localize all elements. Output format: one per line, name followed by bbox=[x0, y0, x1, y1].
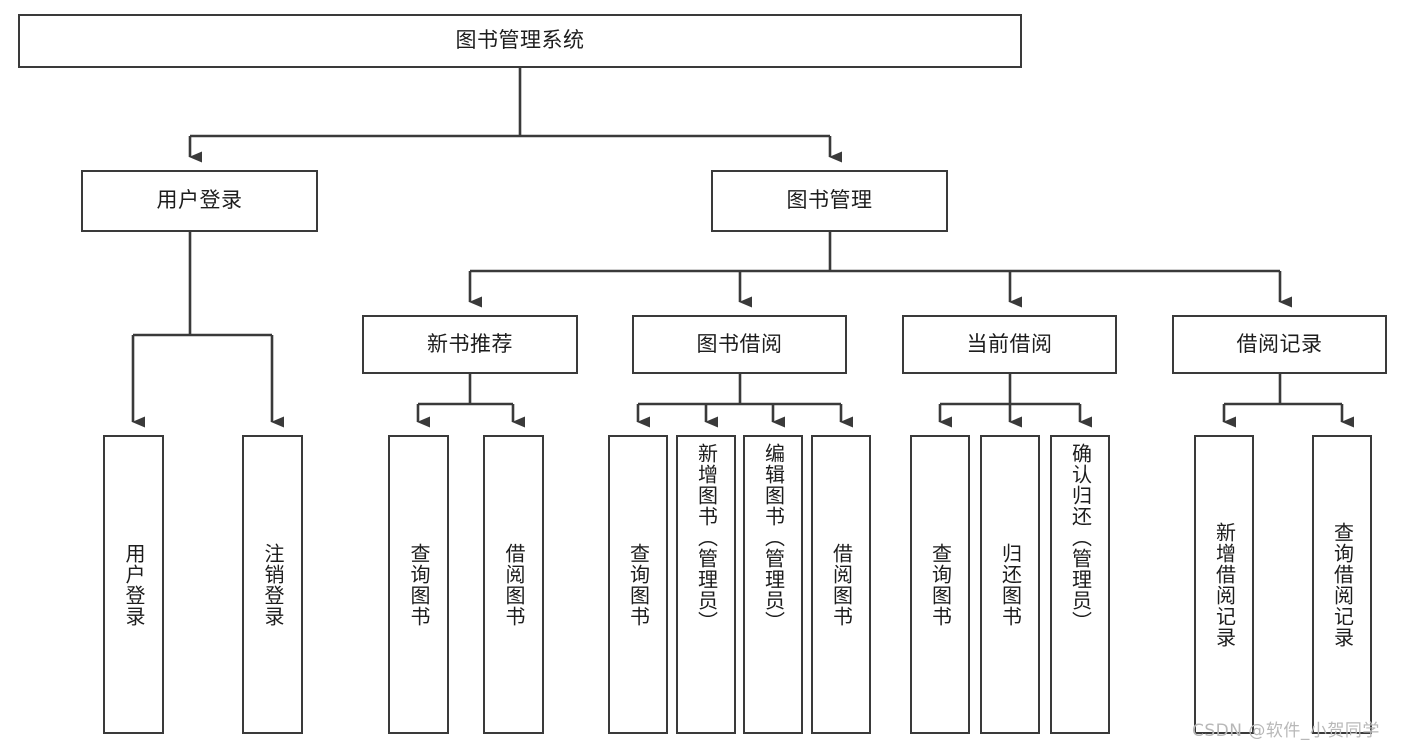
node-root[interactable]: 图书管理系统 bbox=[18, 14, 1022, 68]
leaf-borrow-book[interactable]: 借阅图书 bbox=[811, 435, 871, 734]
node-user-login[interactable]: 用户登录 bbox=[81, 170, 318, 232]
leaf-add-book-admin[interactable]: 新增图书（管理员） bbox=[676, 435, 736, 734]
leaf-confirm-return-admin[interactable]: 确认归还（管理员） bbox=[1050, 435, 1110, 734]
leaf-query-book-borrow[interactable]: 查询图书 bbox=[608, 435, 668, 734]
watermark: CSDN @软件_小贺同学 bbox=[1192, 721, 1380, 741]
node-current-borrow[interactable]: 当前借阅 bbox=[902, 315, 1117, 374]
node-borrow-record[interactable]: 借阅记录 bbox=[1172, 315, 1387, 374]
leaf-query-book-recommend[interactable]: 查询图书 bbox=[388, 435, 449, 734]
leaf-add-borrow-record[interactable]: 新增借阅记录 bbox=[1194, 435, 1254, 734]
leaf-return-book[interactable]: 归还图书 bbox=[980, 435, 1040, 734]
leaf-user-login[interactable]: 用户登录 bbox=[103, 435, 164, 734]
leaf-query-book-current[interactable]: 查询图书 bbox=[910, 435, 970, 734]
node-book-management[interactable]: 图书管理 bbox=[711, 170, 948, 232]
leaf-logout[interactable]: 注销登录 bbox=[242, 435, 303, 734]
leaf-edit-book-admin[interactable]: 编辑图书（管理员） bbox=[743, 435, 803, 734]
leaf-borrow-book-recommend[interactable]: 借阅图书 bbox=[483, 435, 544, 734]
leaf-query-borrow-record[interactable]: 查询借阅记录 bbox=[1312, 435, 1372, 734]
node-new-book-recommend[interactable]: 新书推荐 bbox=[362, 315, 578, 374]
node-book-borrow[interactable]: 图书借阅 bbox=[632, 315, 847, 374]
